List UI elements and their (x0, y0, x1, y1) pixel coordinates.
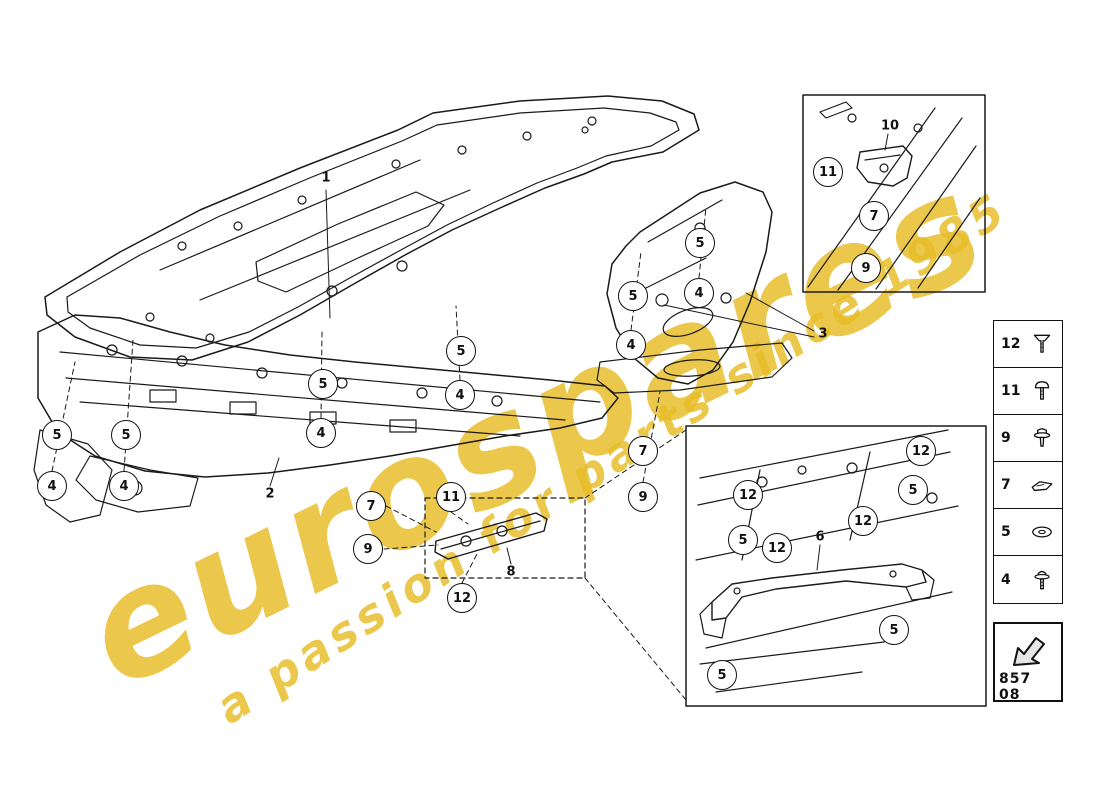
legend-number: 4 (1001, 571, 1011, 588)
legend-number: 5 (1001, 524, 1011, 540)
legend-number: 7 (1001, 477, 1011, 493)
part-6-crossmember (699, 563, 935, 639)
legend-number: 11 (1001, 383, 1021, 399)
legend-row-5: 5 (994, 509, 1062, 556)
inset-bottom-center (685, 425, 987, 707)
leader-lines-solid (269, 133, 889, 571)
part-10-bracket (856, 145, 913, 187)
back-arrow-icon (1006, 631, 1050, 671)
part-2-dashboard-frame (33, 314, 619, 523)
inset-top-right (802, 94, 986, 293)
legend-row-12: 12 (994, 321, 1062, 368)
rivet-icon (1029, 425, 1055, 451)
legend-row-4: 4 (994, 556, 1062, 603)
part-1-instrument-panel-top (44, 95, 700, 361)
legend-number: 12 (1001, 336, 1021, 352)
fastener-legend: 12 11 9 7 5 4 (993, 320, 1063, 604)
part-3-side-panel (596, 181, 793, 394)
leader-lines-dashed (51, 206, 707, 701)
legend-row-11: 11 (994, 368, 1062, 415)
legend-row-7: 7 (994, 462, 1062, 509)
washer-icon (1029, 519, 1055, 545)
clip-icon (1029, 472, 1055, 498)
washer-screw-icon (1029, 567, 1055, 593)
legend-rows: 12 11 9 7 5 4 (994, 321, 1062, 603)
part-number: 857 08 (999, 671, 1032, 703)
legend-number: 9 (1001, 430, 1011, 446)
part-8-bracket (424, 497, 586, 579)
legend-row-9: 9 (994, 415, 1062, 462)
pan-head-screw-icon (1029, 378, 1055, 404)
countersunk-screw-icon (1029, 331, 1055, 357)
part-number-box: 857 08 (993, 622, 1063, 703)
